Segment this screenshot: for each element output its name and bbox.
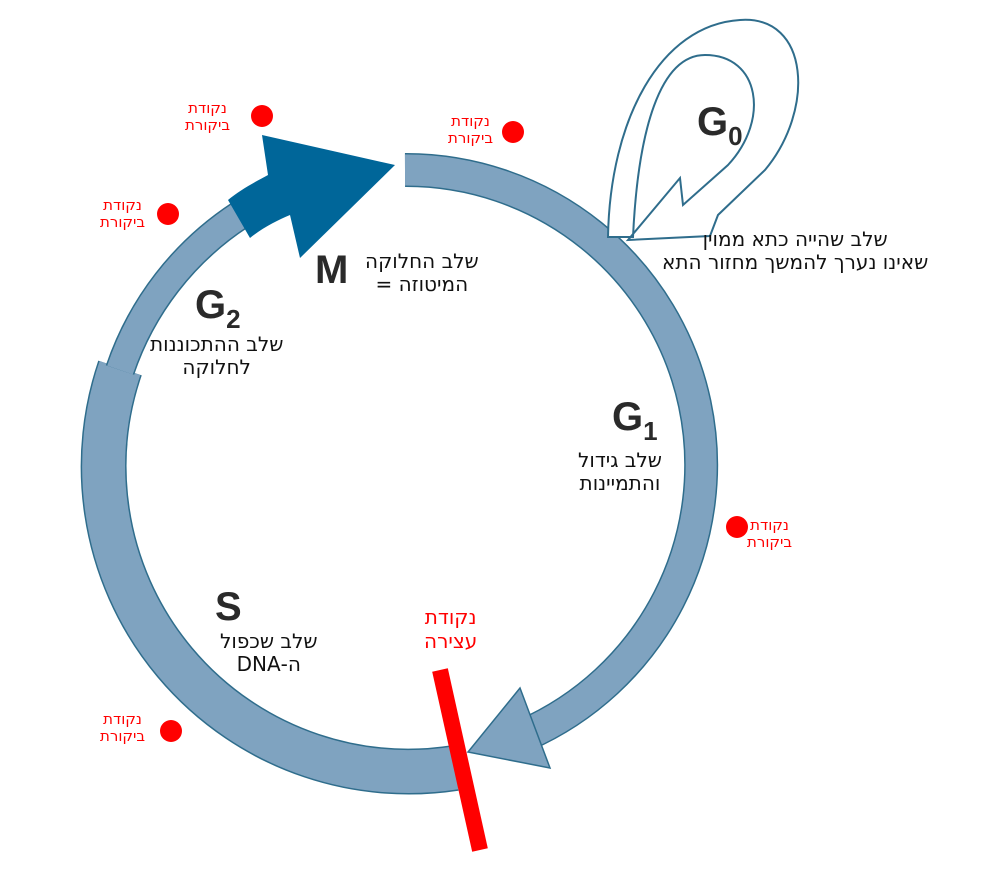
s-arc <box>80 360 459 795</box>
phase-m-label: M <box>315 248 349 292</box>
checkpoint-dot <box>726 516 748 538</box>
checkpoint-dot <box>160 720 182 742</box>
g0-loop-arrow <box>606 18 800 242</box>
phase-g1-label: G1 <box>612 395 658 446</box>
stop-point-bar <box>432 668 488 852</box>
m-arrow <box>228 135 395 258</box>
phase-g0-label: G0 <box>697 100 743 151</box>
g1-arrowhead <box>466 686 552 769</box>
phase-s-label: S <box>215 585 242 629</box>
checkpoint-dot <box>502 121 524 143</box>
checkpoint-dot <box>157 203 179 225</box>
phase-g2-label: G2 <box>195 283 241 334</box>
checkpoint-dot <box>251 105 273 127</box>
